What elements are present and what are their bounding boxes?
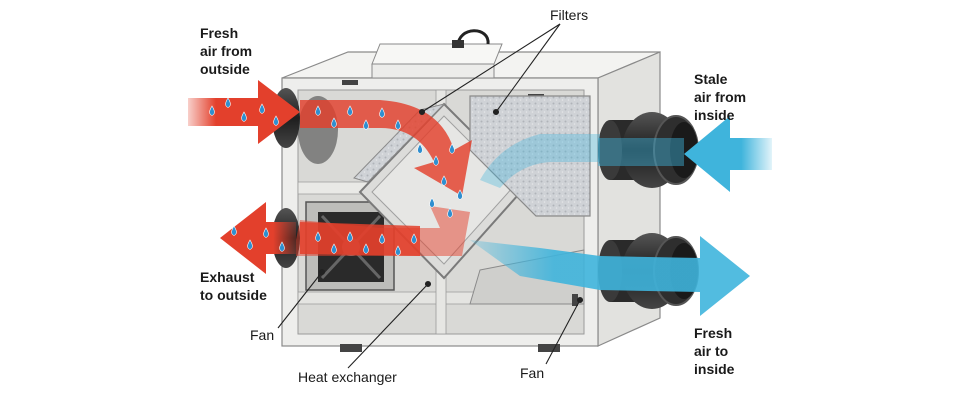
label-fan-right: Fan <box>520 365 545 381</box>
filter-icon <box>469 95 591 217</box>
water-drop-icon <box>395 245 401 256</box>
water-drop-icon <box>315 105 321 116</box>
label-fan-left: Fan <box>250 327 275 343</box>
water-drop-icon <box>363 243 369 254</box>
water-drop-icon <box>241 111 247 122</box>
water-drop-icon <box>395 119 401 130</box>
water-drop-icon <box>209 105 215 116</box>
water-drop-icon <box>379 107 385 118</box>
water-drops <box>209 97 463 256</box>
water-drop-icon <box>347 105 353 116</box>
water-drop-icon <box>247 239 253 250</box>
water-drop-icon <box>263 227 269 238</box>
water-drop-icon <box>273 115 279 126</box>
water-drop-icon <box>449 143 455 154</box>
label-stale-air-from-inside: Stale air from inside <box>694 71 747 123</box>
water-drop-icon <box>315 231 321 242</box>
water-drop-icon <box>417 143 423 154</box>
label-filters: Filters <box>550 7 589 23</box>
water-drop-icon <box>347 231 353 242</box>
arrow-left-icon <box>480 116 772 192</box>
label-exhaust-to-outside: Exhaust to outside <box>200 269 267 303</box>
label-heat-exchanger: Heat exchanger <box>298 369 397 385</box>
arrow-left-icon <box>220 202 470 274</box>
label-fresh-air-from-outside: Fresh air from outside <box>200 25 253 77</box>
leader-lines <box>277 23 584 369</box>
water-drop-icon <box>441 175 447 186</box>
water-drop-icon <box>331 117 337 128</box>
water-drop-icon <box>457 189 463 200</box>
water-drop-icon <box>429 197 435 208</box>
water-drop-icon <box>447 207 453 218</box>
water-drop-icon <box>411 233 417 244</box>
water-drop-icon <box>433 155 439 166</box>
water-drop-icon <box>363 119 369 130</box>
water-drop-icon <box>279 241 285 252</box>
water-drop-icon <box>225 97 231 108</box>
water-drop-icon <box>331 243 337 254</box>
water-drop-icon <box>231 225 237 236</box>
water-drop-icon <box>259 103 265 114</box>
water-drop-icon <box>379 233 385 244</box>
label-fresh-air-to-inside: Fresh air to inside <box>694 325 735 377</box>
arrow-right-icon <box>470 236 750 316</box>
